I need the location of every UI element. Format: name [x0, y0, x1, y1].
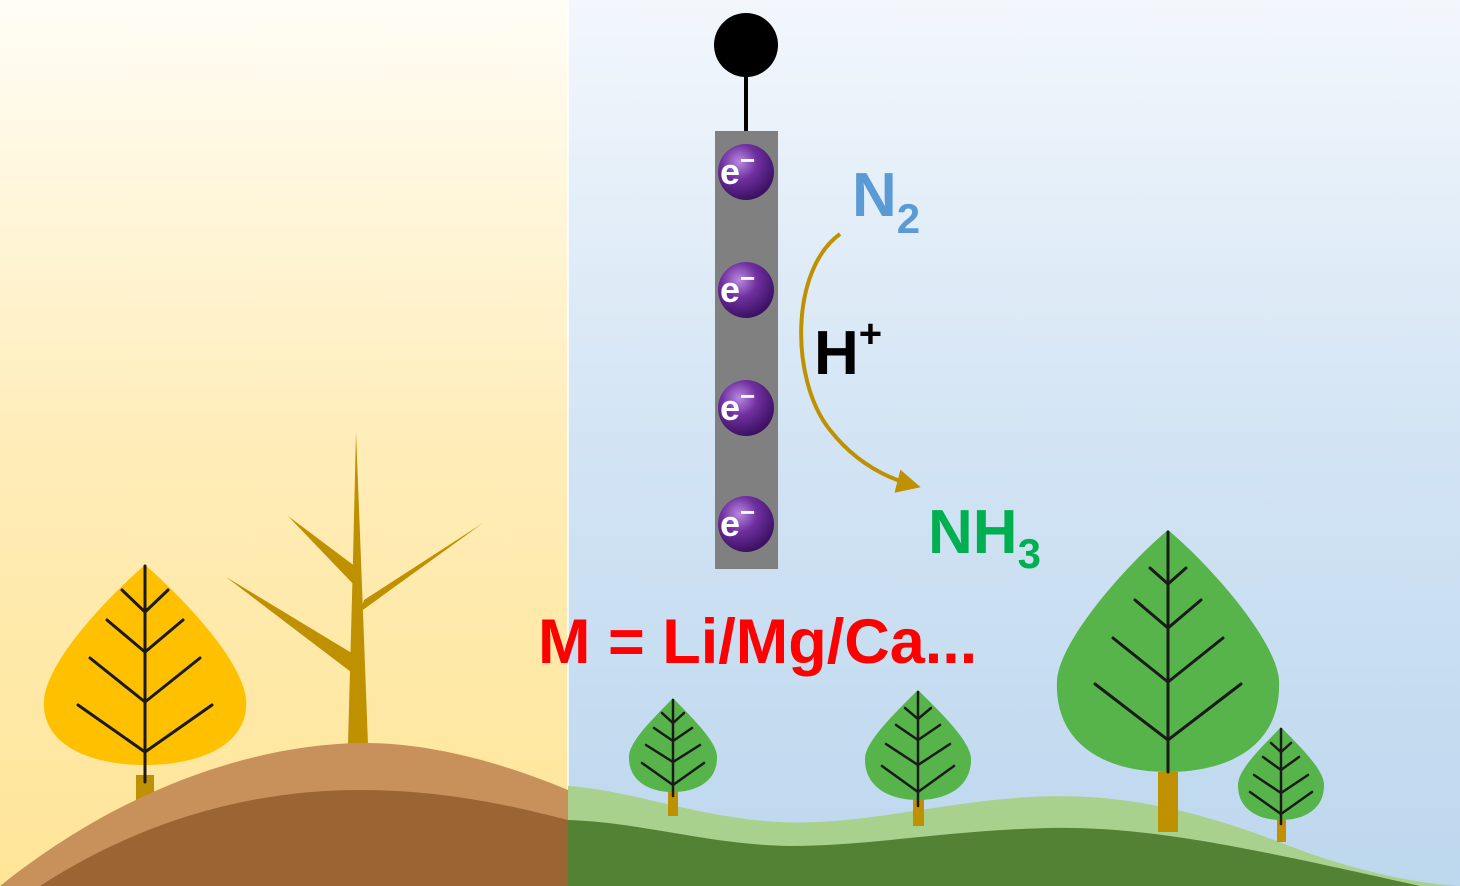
- large-green-tree: [1056, 530, 1280, 832]
- svg-text:e−: e−: [720, 145, 755, 192]
- electron-charge: −: [740, 145, 755, 175]
- electrode-bar: [715, 131, 778, 569]
- small-green-tree-3: [1237, 727, 1325, 842]
- small-green-tree-2: [864, 690, 972, 826]
- svg-text:e−: e−: [720, 381, 755, 428]
- electron: e−: [718, 380, 774, 436]
- reaction-arrow: [799, 232, 921, 493]
- left-hills: [0, 742, 568, 886]
- h-plus-label: H+: [814, 312, 882, 388]
- electrode: [714, 13, 778, 569]
- right-hills: [568, 786, 1460, 886]
- electron: e−: [718, 262, 774, 318]
- svg-text:e−: e−: [720, 263, 755, 310]
- electron-charge: −: [740, 381, 755, 411]
- electron-label: e: [720, 269, 740, 310]
- autumn-leaf-veins: [76, 564, 214, 784]
- electron-label: e: [720, 503, 740, 544]
- electron: e−: [718, 144, 774, 200]
- metal-label: M = Li/Mg/Ca...: [538, 607, 977, 677]
- electron-label: e: [720, 151, 740, 192]
- n2-label: N2: [852, 161, 920, 242]
- electron-charge: −: [740, 497, 755, 527]
- bare-tree: [226, 432, 483, 745]
- small-green-tree-1: [628, 698, 718, 816]
- svg-text:e−: e−: [720, 497, 755, 544]
- electrode-terminal: [714, 13, 778, 77]
- nh3-label: NH3: [928, 498, 1041, 577]
- electron: e−: [718, 496, 774, 552]
- electron-label: e: [720, 387, 740, 428]
- electron-charge: −: [740, 263, 755, 293]
